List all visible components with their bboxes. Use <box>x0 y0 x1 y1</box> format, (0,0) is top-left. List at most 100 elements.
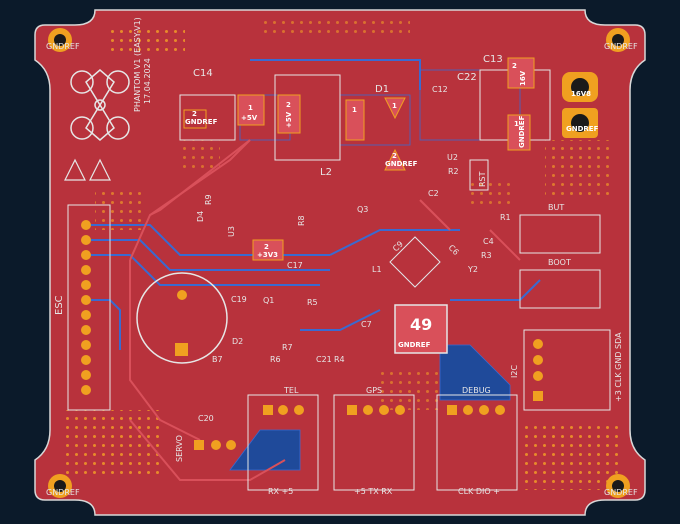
i2c-pins-label: +3 CLK GND SDA <box>614 332 623 402</box>
gndref-label-tl: GNDREF <box>46 42 80 51</box>
r5-label-top: R5 <box>307 298 318 307</box>
mount-hole-br <box>606 474 630 498</box>
mount-hole-bl <box>48 474 72 498</box>
debug-pins <box>447 405 505 415</box>
c14-pad-num: 2 <box>192 110 197 118</box>
b7-label: B7 <box>212 355 223 364</box>
c13-pad-1-num: 2 <box>512 62 517 70</box>
c13-pad-2-net: GNDREF <box>518 115 526 148</box>
tel-connector <box>247 394 319 491</box>
c14-pad <box>183 109 207 129</box>
l1-label: L1 <box>372 265 382 274</box>
c21-label: C21 <box>316 355 332 364</box>
r3-label: R3 <box>481 251 492 260</box>
plus3v3-pad-num: 2 <box>264 243 269 251</box>
r2-label: R2 <box>448 167 459 176</box>
d1-bottom-net: GNDREF <box>385 160 418 168</box>
hazard-icon <box>64 158 111 181</box>
esc-pins <box>81 220 91 395</box>
r9-label: R9 <box>204 194 213 205</box>
gndref-label-br: GNDREF <box>604 488 638 497</box>
boot-label: BOOT <box>548 258 571 267</box>
gps-connector <box>333 394 415 491</box>
rst-label: RST <box>478 171 487 187</box>
l2-label: L2 <box>320 167 332 178</box>
q1-label: Q1 <box>263 296 274 305</box>
c20-label: C20 <box>198 414 214 423</box>
date-label: 17.04.2024 <box>143 58 152 104</box>
debug-label: DEBUG <box>462 386 491 395</box>
c7-label: C7 <box>361 320 372 329</box>
y2-label: Y2 <box>467 265 478 274</box>
gndref-label-tr: GNDREF <box>604 42 638 51</box>
plus5v-pad-2 <box>277 94 301 134</box>
r4-label: R4 <box>334 355 345 364</box>
via-field <box>60 20 620 490</box>
c22-label: C22 <box>457 72 477 83</box>
plus3v3-pad <box>252 239 284 261</box>
c13-label: C13 <box>483 54 503 65</box>
i2c-pins <box>533 339 543 401</box>
i2c-label: I2C <box>510 365 519 378</box>
r1-label: R1 <box>500 213 511 222</box>
c19-label: C19 <box>231 295 247 304</box>
crystal-outline <box>389 236 441 288</box>
logo <box>70 69 130 141</box>
plus5v-pad-2-num: 2 <box>286 101 291 109</box>
servo-label: SERVO <box>175 435 184 462</box>
c13-pad-2 <box>507 114 531 151</box>
rst-switch <box>469 159 489 191</box>
r8-label: R8 <box>297 215 306 226</box>
battery-pad-pos <box>177 290 187 300</box>
vin-pad-label: 16V8 <box>571 90 591 98</box>
but-switch <box>519 214 601 254</box>
q3-label: Q3 <box>357 205 368 214</box>
debug-pins-label: CLK DIO + <box>458 487 500 496</box>
c14-pad-net: GNDREF <box>185 118 218 126</box>
d1-top-num: 1 <box>392 102 397 110</box>
esc-label: ESC <box>54 295 65 315</box>
d1-pad-a <box>345 99 365 141</box>
u3-label: U3 <box>227 226 236 237</box>
c13-pad-1 <box>507 57 535 89</box>
gps-pins-label: +5 TX RX <box>354 487 393 496</box>
top-traces <box>129 139 521 481</box>
d2-label: D2 <box>232 337 243 346</box>
debug-connector <box>436 394 518 491</box>
mcu-pin-label: 49 <box>410 315 432 334</box>
esc-header-outline <box>67 204 111 411</box>
gps-label: GPS <box>366 386 382 395</box>
c17-label: C17 <box>287 261 303 270</box>
d1-label: D1 <box>375 84 389 95</box>
d1-bottom-num: 2 <box>392 152 397 160</box>
mcu-body <box>394 304 448 354</box>
tel-label: TEL <box>283 386 299 395</box>
mount-hole-tl <box>48 28 72 52</box>
but-label: BUT <box>548 203 564 212</box>
c14-outline <box>179 94 236 141</box>
u2-label: U2 <box>447 153 458 162</box>
plus5v-pad-1 <box>237 94 265 126</box>
tel-pins <box>263 405 304 415</box>
mcu-net-label: GNDREF <box>398 341 431 349</box>
boot-switch <box>519 269 601 309</box>
servo-pins <box>194 440 236 450</box>
c4-label: C4 <box>483 237 494 246</box>
gps-pins <box>347 405 405 415</box>
plus3v3-pad-net: +3V3 <box>257 251 278 259</box>
project-label: PHANTOM V1 (EASY-V1) <box>133 17 142 112</box>
d1-pad-a-num: 1 <box>352 106 357 114</box>
plus5v-pad-1-net: +5V <box>241 114 258 122</box>
r6-label: R6 <box>270 355 281 364</box>
mounting-holes <box>48 28 630 498</box>
c13-pad-1-net: 16V <box>519 70 527 86</box>
plus5v-pad-2-net: +5V <box>285 111 293 128</box>
c13-pad-2-num: 1 <box>514 120 519 128</box>
power-input-pads <box>562 72 598 138</box>
d4-label: D4 <box>196 211 205 222</box>
d1-body-bottom <box>384 148 406 171</box>
tel-pins-label: RX +5 <box>268 487 293 496</box>
r7-label: R7 <box>282 343 293 352</box>
c14-label: C14 <box>193 68 213 79</box>
